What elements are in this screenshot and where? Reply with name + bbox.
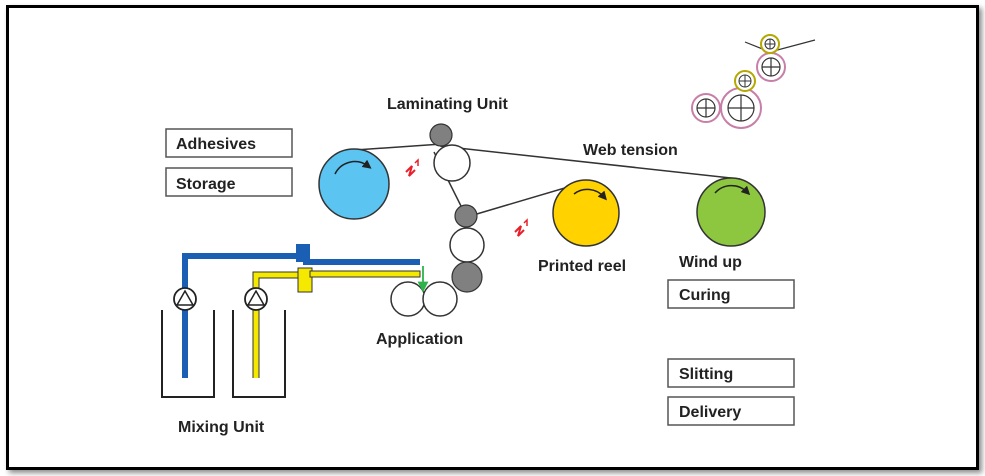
coating-roller-white — [449, 227, 485, 263]
yellow-adhesive-pipe — [252, 267, 421, 378]
olive-roller-icon — [734, 70, 756, 92]
delivery-box-label: Delivery — [679, 404, 741, 421]
blue-adhesive-pipe — [182, 253, 420, 378]
unwind-roll — [318, 148, 390, 220]
rotation-arrow-icon — [334, 159, 372, 175]
roller-stack-illustration — [691, 34, 816, 129]
curing-box-label: Curing — [679, 287, 731, 304]
coating-roller-dark — [451, 261, 483, 293]
storage-box: Storage — [165, 167, 293, 197]
delivery-box: Delivery — [667, 396, 795, 426]
laminating-unit-label: Laminating Unit — [387, 96, 509, 113]
laminating-top-roller — [429, 123, 453, 147]
pink-roller-icon — [720, 87, 762, 129]
coating-small-roller — [454, 204, 478, 228]
pump-icon — [244, 287, 268, 311]
mixing-unit-label: Mixing Unit — [178, 419, 265, 436]
mixing-valve — [296, 244, 310, 262]
web-tension-label: Web tension — [583, 142, 678, 159]
printed-reel-label: Printed reel — [538, 258, 626, 275]
web-lines — [354, 143, 741, 217]
slitting-box-label: Slitting — [679, 366, 733, 383]
mixing-tank-left — [161, 310, 215, 398]
mixing-tank-right — [232, 310, 286, 398]
curing-box: Curing — [667, 279, 795, 309]
rotation-arrow-icon — [714, 184, 751, 196]
laminating-nip-roller — [433, 144, 471, 182]
diagram-frame — [6, 5, 979, 470]
spark-icon — [405, 158, 419, 177]
application-label: Application — [376, 331, 463, 348]
adhesives-box-label: Adhesives — [176, 136, 256, 153]
web-line-laminator-to-windup — [439, 145, 741, 180]
pump-icon — [173, 287, 197, 311]
slitting-box: Slitting — [667, 358, 795, 388]
pink-roller-icon — [756, 52, 786, 82]
storage-box-label: Storage — [176, 176, 236, 193]
wind-up-label: Wind up — [679, 254, 742, 271]
web-line-unwind-to-laminator — [354, 143, 443, 151]
spark-icon — [514, 218, 528, 237]
adhesives-box: Adhesives — [165, 128, 293, 158]
olive-roller-icon — [760, 34, 780, 54]
rotation-arrow-icon — [573, 188, 607, 201]
pink-roller-icon — [691, 93, 721, 123]
wind-up-roll — [696, 177, 766, 247]
application-roller-right — [422, 281, 458, 317]
application-roller-left — [390, 281, 426, 317]
